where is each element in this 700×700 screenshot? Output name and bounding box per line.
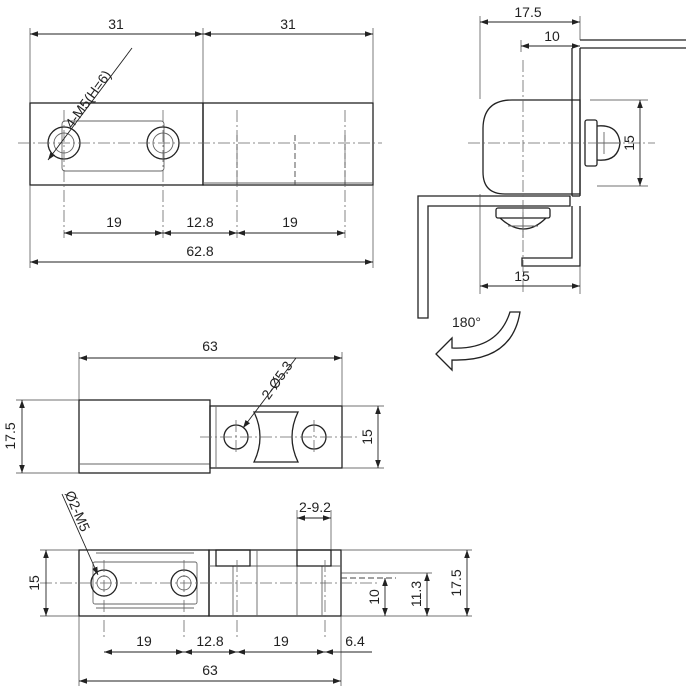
dim-17-5-top: 17.5 <box>514 4 541 20</box>
dim-11-3: 11.3 <box>408 581 424 607</box>
callout-d2-m5: Ø2-M5 <box>62 488 94 534</box>
dim-15-right: 15 <box>621 135 637 151</box>
dim-15-bottom-left: 15 <box>26 575 42 591</box>
dim-17-5-bottom-right: 17.5 <box>448 569 464 596</box>
top-view-dims-top: 31 31 <box>29 16 374 103</box>
dim-10-bottom: 10 <box>366 589 382 605</box>
dim-17-5-left: 17.5 <box>2 422 18 449</box>
dim-19-b: 19 <box>282 214 298 230</box>
top-view-body <box>18 102 382 238</box>
dim-12-8: 12.8 <box>186 214 213 230</box>
dim-15-middle-right: 15 <box>359 429 375 445</box>
dim-19-a: 19 <box>106 214 122 230</box>
bottom-view-body <box>40 549 396 640</box>
middle-view-body <box>78 399 360 474</box>
bottom-view: Ø2-M5 2-9.2 15 10 11.3 17.5 19 12.8 <box>26 488 472 686</box>
dim-31-right: 31 <box>280 16 296 32</box>
dim-19-bottom-a: 19 <box>136 633 152 649</box>
dim-31-left: 31 <box>108 16 124 32</box>
top-view: 31 31 4-M5(H=6) 19 12.8 19 62.8 <box>18 16 382 268</box>
dim-15-bottom: 15 <box>514 268 530 284</box>
rotation-label: 180° <box>452 314 481 330</box>
top-view-dims-bottom: 19 12.8 19 62.8 <box>29 185 374 268</box>
dim-2-9-2: 2-9.2 <box>299 499 331 515</box>
side-view-dims: 17.5 10 15 15 <box>479 4 648 294</box>
callout-2-d5-3: 2-Ø5.3 <box>258 358 296 402</box>
dim-12-8-bottom: 12.8 <box>196 633 223 649</box>
dim-63-middle: 63 <box>202 338 218 354</box>
dim-6-4: 6.4 <box>345 633 365 649</box>
side-view-body <box>417 39 686 319</box>
rotation-arrow-icon: 180° <box>435 311 521 372</box>
dim-10-top: 10 <box>544 28 560 44</box>
middle-view: 63 2-Ø5.3 17.5 15 <box>2 338 384 474</box>
dim-19-bottom-b: 19 <box>273 633 289 649</box>
dim-63-bottom: 63 <box>202 662 218 678</box>
side-view: 17.5 10 15 15 180° <box>417 4 686 372</box>
dim-62-8: 62.8 <box>186 243 213 259</box>
